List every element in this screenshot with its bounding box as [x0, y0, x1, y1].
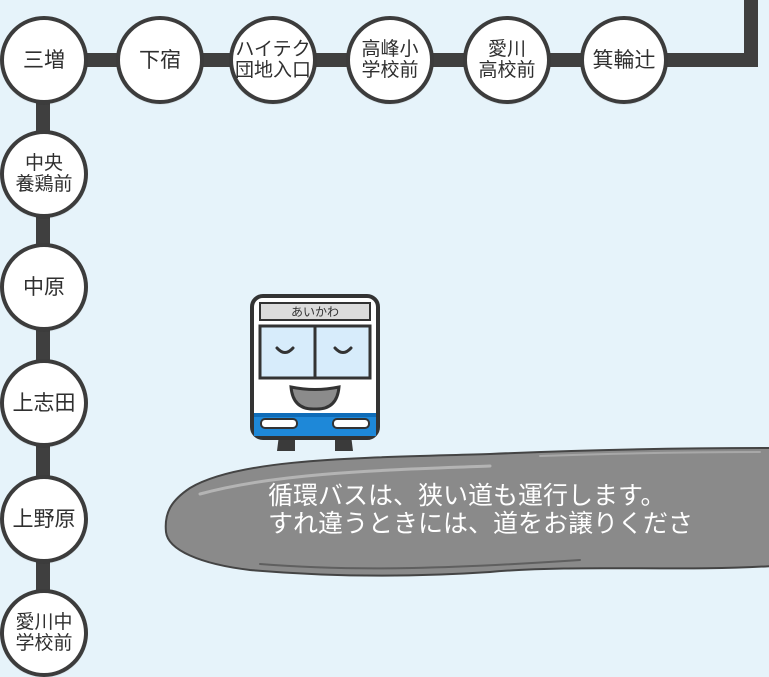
message-cloud: [164, 447, 769, 577]
stop-label: 下宿: [139, 47, 181, 72]
stop-kaminohara[interactable]: 上野原: [0, 475, 88, 563]
stop-misu[interactable]: 三増: [0, 16, 88, 104]
stop-kamishida[interactable]: 上志田: [0, 359, 88, 447]
bus-mascot-icon: あいかわ: [250, 294, 380, 451]
stop-minowa[interactable]: 箕輪辻: [580, 16, 668, 104]
message-line-1: 循環バスは、狭い道も運行します。: [268, 482, 666, 510]
stop-chuo[interactable]: 中央 養鶏前: [0, 130, 88, 218]
stop-nakahara[interactable]: 中原: [0, 243, 88, 331]
stop-hightech[interactable]: ハイテク 団地入口: [229, 16, 317, 104]
stop-label: 三増: [23, 47, 65, 72]
stop-label: 中原: [23, 274, 65, 299]
stop-label: 箕輪辻: [592, 47, 656, 72]
message-line-2: すれ違うときには、道をお譲りくださ: [268, 509, 694, 538]
stop-label: 上志田: [12, 390, 76, 415]
stop-label: 高峰小 学校前: [361, 38, 419, 81]
stop-takamine[interactable]: 高峰小 学校前: [346, 16, 434, 104]
stop-label: 上野原: [12, 506, 76, 531]
stop-aikawa-high[interactable]: 愛川 高校前: [463, 16, 551, 104]
route-line-corner-down: [744, 0, 758, 67]
stop-shimojuku[interactable]: 下宿: [116, 16, 204, 104]
stop-label: 愛川中 学校前: [15, 611, 73, 654]
stop-label: ハイテク 団地入口: [234, 38, 311, 81]
stop-label: 愛川 高校前: [478, 38, 536, 81]
stop-label: 中央 養鶏前: [15, 152, 73, 195]
stop-aikawa-jh[interactable]: 愛川中 学校前: [0, 589, 88, 677]
message-text: 循環バスは、狭い道も運行します。 すれ違うときには、道をお譲りくださ: [268, 482, 769, 538]
bus-sign: あいかわ: [291, 305, 339, 319]
